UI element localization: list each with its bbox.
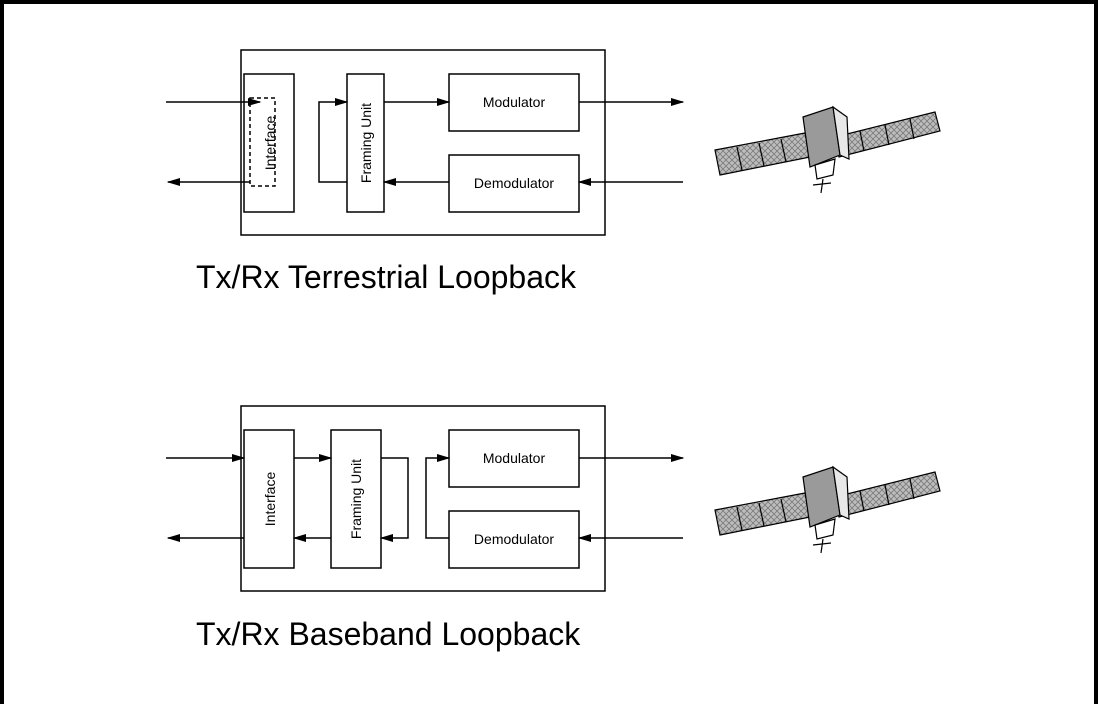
- framing-unit-label: Framing Unit: [358, 103, 374, 183]
- interface-block: [243, 73, 295, 213]
- modulator-label: Modulator: [483, 94, 546, 110]
- demodulator-label: Demodulator: [474, 531, 554, 547]
- satellite-icon: [714, 465, 941, 554]
- baseband-loop-path: [379, 457, 409, 543]
- satellite-icon: [714, 105, 941, 194]
- framing-unit-block: [346, 73, 385, 213]
- equipment-box: [240, 405, 606, 592]
- terrestrial-loopback-caption: Tx/Rx Terrestrial Loopback: [196, 259, 577, 295]
- framing-unit-block: [330, 429, 382, 569]
- demodulator-block: [448, 154, 580, 213]
- modulator-block: [448, 73, 580, 132]
- terrestrial-loopback-diagram: [166, 49, 685, 236]
- interface-label: Interface: [262, 116, 278, 171]
- interface-block: [243, 429, 295, 569]
- modulator-label: Modulator: [483, 450, 546, 466]
- interface-inner-dashed-box: [249, 97, 276, 187]
- baseband-loopback-diagram: [166, 405, 685, 592]
- baseband-loopback-caption: Tx/Rx Baseband Loopback: [196, 616, 581, 652]
- demodulator-label: Demodulator: [474, 175, 554, 191]
- interface-label: Interface: [262, 472, 278, 527]
- equipment-box: [240, 49, 606, 236]
- rf-loop-path: [425, 453, 451, 539]
- framing-unit-label: Framing Unit: [348, 459, 364, 539]
- demodulator-block: [448, 510, 580, 569]
- terrestrial-loop-path: [318, 97, 349, 183]
